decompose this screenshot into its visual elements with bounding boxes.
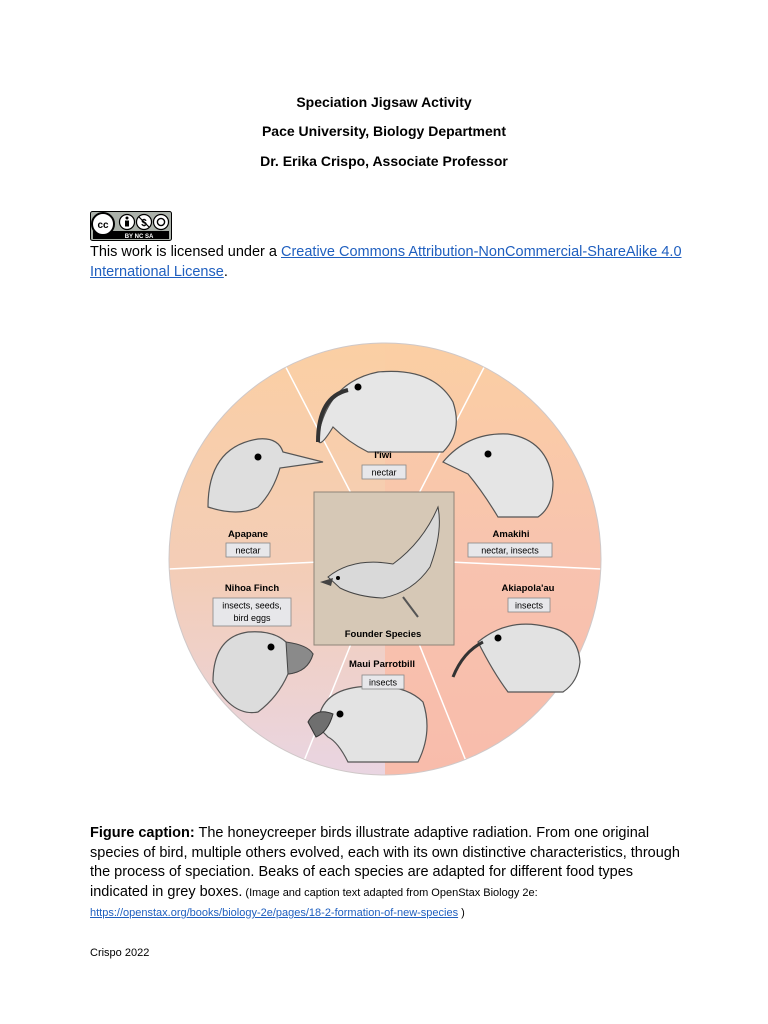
akiapolaau-label: Akiapola'au	[502, 583, 555, 594]
caption-source-link[interactable]: https://openstax.org/books/biology-2e/pa…	[90, 907, 458, 919]
amakihi-food: nectar, insects	[481, 546, 539, 556]
institution-line: Pace University, Biology Department	[0, 123, 768, 139]
founder-species-box	[314, 492, 454, 645]
apapane-label: Apapane	[228, 529, 268, 540]
iiwi-food: nectar	[371, 468, 396, 478]
iiwi-label: I'iwi	[374, 450, 392, 461]
license-suffix: .	[224, 264, 228, 280]
sa-icon	[154, 215, 169, 230]
cc-license-badge[interactable]: cc $ BY NC SA	[90, 211, 172, 241]
caption-source-prefix: (Image and caption text adapted from Ope…	[242, 887, 537, 899]
license-prefix: This work is licensed under a	[90, 244, 281, 260]
maui-parrotbill-label: Maui Parrotbill	[349, 659, 415, 670]
founder-species-label: Founder Species	[345, 629, 422, 640]
license-statement: This work is licensed under a Creative C…	[90, 242, 690, 282]
author-line: Dr. Erika Crispo, Associate Professor	[0, 153, 768, 169]
nihoa-finch-label: Nihoa Finch	[225, 583, 280, 594]
figure-caption: Figure caption: The honeycreeper birds i…	[90, 824, 690, 924]
nihoa-finch-food-2: bird eggs	[233, 613, 271, 623]
amakihi-label: Amakihi	[493, 529, 530, 540]
nihoa-finch-food-1: insects, seeds,	[222, 601, 282, 611]
document-title: Speciation Jigsaw Activity	[0, 94, 768, 110]
footer-text: Crispo 2022	[90, 947, 149, 959]
apapane-food: nectar	[235, 546, 260, 556]
cc-badge-text: BY NC SA	[125, 234, 154, 240]
caption-label: Figure caption:	[90, 825, 195, 841]
svg-text:cc: cc	[97, 220, 109, 231]
akiapolaau-food: insects	[515, 601, 544, 611]
honeycreeper-figure: I'iwi nectar Apapane nectar Amakihi nect…	[168, 342, 602, 776]
maui-parrotbill-food: insects	[369, 678, 398, 688]
caption-source-suffix: )	[458, 907, 465, 919]
